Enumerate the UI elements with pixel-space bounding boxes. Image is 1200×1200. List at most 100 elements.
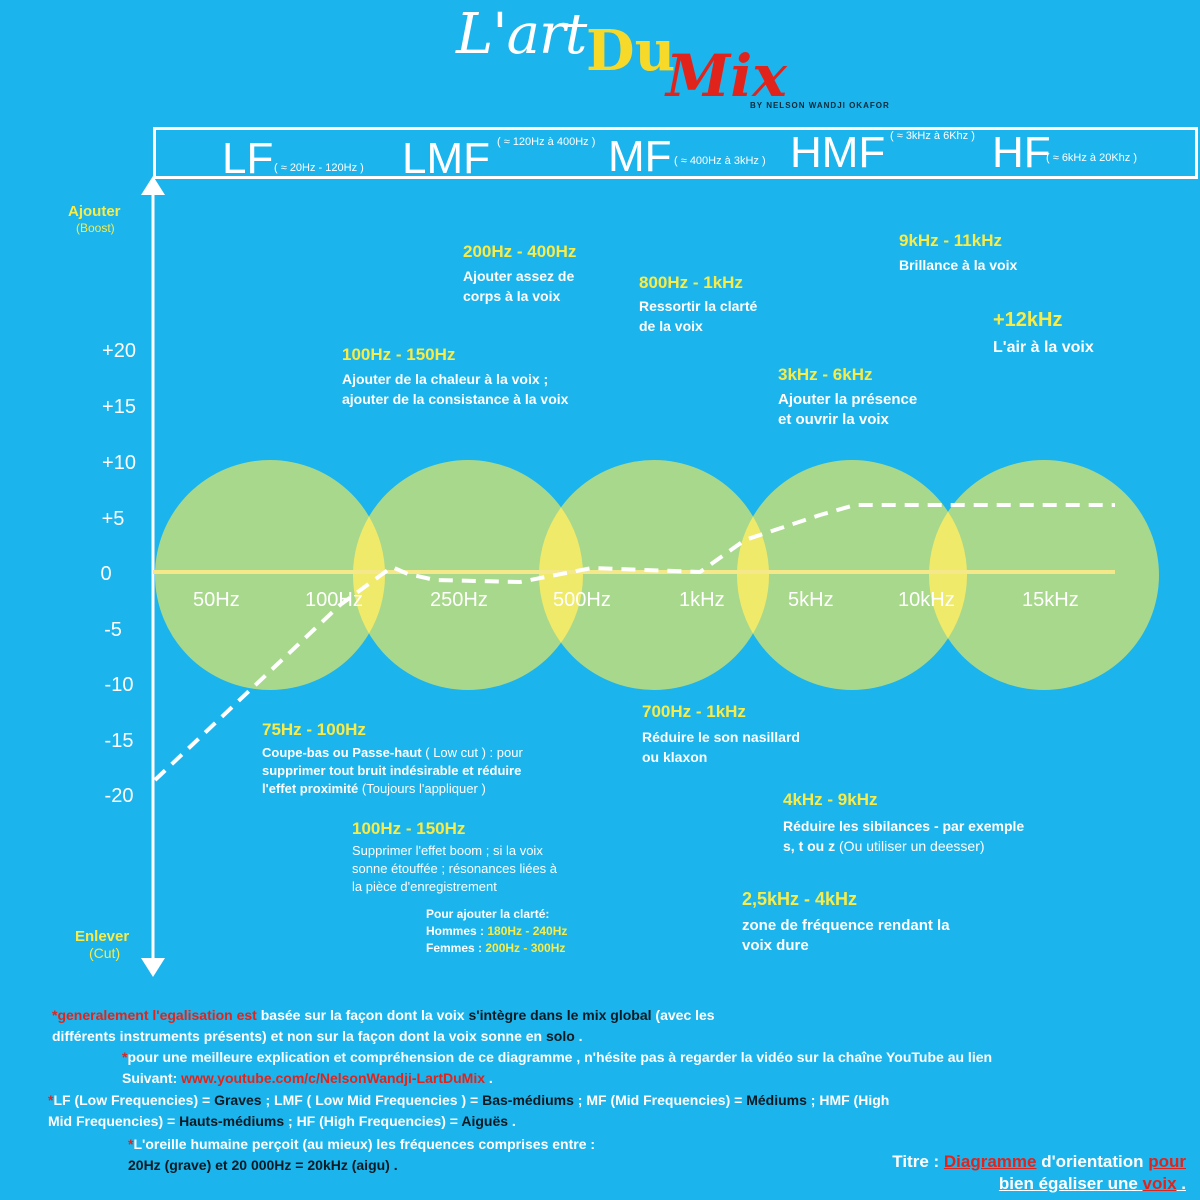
band-hmf: HMF <box>790 128 886 177</box>
note-3-e: Mid Frequencies) = <box>48 1113 180 1129</box>
clarity-women-value: 200Hz - 300Hz <box>485 941 566 955</box>
annotation-700hz-1khz: 700Hz - 1kHz Réduire le son nasillard ou… <box>642 702 800 767</box>
band-mf: MF <box>608 132 672 181</box>
note-4-star: * <box>128 1136 134 1152</box>
annotation-line: voix dure <box>742 937 809 954</box>
frequency-zone-circle <box>155 460 385 690</box>
title-w1: Diagramme <box>943 1152 1037 1171</box>
annotation-line: Réduire le son nasillard <box>642 729 800 745</box>
note-2-end: . <box>485 1070 493 1086</box>
tick-plus10: +10 <box>102 452 136 474</box>
tick-plus20: +20 <box>102 340 136 362</box>
note-3-basmed: Bas-médiums <box>482 1092 574 1108</box>
note-4-text: L'oreille humaine perçoit (au mieux) les… <box>133 1136 596 1152</box>
note-4: *L'oreille humaine perçoit (au mieux) le… <box>128 1134 595 1176</box>
tick-plus15: +15 <box>102 396 136 418</box>
note-1-dark1: s'intègre dans le mix global <box>468 1007 652 1023</box>
annotation-9-11khz: 9kHz - 11kHz Brillance à la voix <box>899 231 1017 275</box>
title-line1: Titre : Diagramme d'orientation pour <box>892 1151 1186 1173</box>
note-2-star: * <box>122 1049 128 1065</box>
lowcut-line1: Coupe-bas ou Passe-haut <box>262 745 422 760</box>
freq-label-250hz: 250Hz <box>430 589 488 611</box>
note-1-end: . <box>574 1028 583 1044</box>
axis-top-label: Ajouter <box>68 203 121 220</box>
annotation-line: Réduire les sibilances - par exemple <box>783 818 1025 834</box>
annotation-100-150hz-cut: 100Hz - 150Hz Supprimer l'effet boom ; s… <box>352 819 557 896</box>
note-1-b: (avec les <box>651 1007 715 1023</box>
annotation-100-150hz-boost: 100Hz - 150Hz Ajouter de la chaleur à la… <box>342 345 568 409</box>
annotation-2-5-4khz: 2,5kHz - 4kHz zone de fréquence rendant … <box>742 889 950 956</box>
freq-label-5khz: 5kHz <box>788 589 834 611</box>
annotation-line: Brillance à la voix <box>899 257 1018 273</box>
freq-label-1khz: 1kHz <box>679 589 725 611</box>
freq-label-10khz: 10kHz <box>898 589 955 611</box>
band-hmf-range: ( ≈ 3kHz à 6Khz ) <box>890 130 975 142</box>
annotation-line: l'effet proximité (Toujours l'appliquer … <box>262 780 523 798</box>
clarity-women-label: Femmes : <box>426 941 486 955</box>
annotation-line: de la voix <box>639 318 703 334</box>
annotation-clarity: Pour ajouter la clarté: Hommes : 180Hz -… <box>426 906 567 957</box>
note-3-aigues: Aiguës <box>461 1113 509 1129</box>
note-1-dark2: solo <box>545 1028 575 1044</box>
logo-mix: Mix <box>666 42 787 110</box>
note-3-f: ; HF (High Frequencies) = <box>284 1113 462 1129</box>
note-4-line1: *L'oreille humaine perçoit (au mieux) le… <box>128 1134 595 1155</box>
note-2-line1: *pour une meilleure explication et compr… <box>122 1047 992 1068</box>
note-3-end: . <box>508 1113 516 1129</box>
annotation-line: corps à la voix <box>463 288 561 304</box>
annotation-line: ajouter de la consistance à la voix <box>342 391 569 407</box>
freq-label-50hz: 50Hz <box>193 589 240 611</box>
note-3-med: Médiums <box>746 1092 807 1108</box>
note-3-line1: *LF (Low Frequencies) = Graves ; LMF ( L… <box>48 1090 889 1111</box>
title-w5: voix <box>1142 1174 1177 1193</box>
logo-du: Du <box>586 18 676 84</box>
annotation-title: +12kHz <box>993 309 1063 331</box>
clarity-women: Femmes : 200Hz - 300Hz <box>426 940 567 957</box>
title-line2: bien égaliser une voix . <box>892 1173 1186 1195</box>
note-3-b: ; LMF ( Low Mid Frequencies ) = <box>261 1092 483 1108</box>
annotation-line: Supprimer l'effet boom ; si la voix <box>352 843 543 858</box>
frequency-zone-circles <box>155 460 1159 690</box>
band-lf: LF <box>222 134 274 183</box>
axis-arrow-down-icon <box>141 958 165 977</box>
note-1-line1: *generalement l'egalisation est basée su… <box>52 1005 715 1026</box>
clarity-men-label: Hommes : <box>426 924 488 938</box>
band-lmf: LMF <box>402 134 490 183</box>
annotation-line: supprimer tout bruit indésirable et rédu… <box>262 763 522 778</box>
annotation-200-400hz: 200Hz - 400Hz Ajouter assez de corps à l… <box>463 242 576 306</box>
note-1-red: *generalement l'egalisation est <box>52 1007 257 1023</box>
annotation-line: Ressortir la clarté <box>639 298 758 314</box>
frequency-zone-circle <box>929 460 1159 690</box>
annotation-line: zone de fréquence rendant la <box>742 917 950 934</box>
annotation-line: L'air à la voix <box>993 339 1094 356</box>
note-3-hautsmed: Hauts-médiums <box>179 1113 285 1129</box>
annotation-lowcut: 75Hz - 100Hz Coupe-bas ou Passe-haut ( L… <box>262 720 523 798</box>
note-4-line2: 20Hz (grave) et 20 000Hz = 20kHz (aigu) … <box>128 1157 398 1173</box>
band-header-box <box>153 127 1198 179</box>
title-w2: d'orientation <box>1036 1152 1149 1171</box>
eq-curve <box>153 503 1115 782</box>
sibilance-line2-thin: (Ou utiliser un deesser) <box>835 838 985 854</box>
annotation-title: 3kHz - 6kHz <box>778 365 873 384</box>
band-lmf-range: ( ≈ 120Hz à 400Hz ) <box>497 136 596 148</box>
note-1-line2-text: différents instruments présents) et non … <box>52 1028 546 1044</box>
annotation-title: 700Hz - 1kHz <box>642 702 746 721</box>
title-w3: pour <box>1148 1152 1186 1171</box>
note-2-prefix: Suivant: <box>122 1070 182 1086</box>
youtube-link[interactable]: www.youtube.com/c/NelsonWandji-LartDuMix <box>181 1070 485 1086</box>
annotation-title: 100Hz - 150Hz <box>342 345 456 364</box>
tick-minus20: -20 <box>104 785 134 807</box>
note-2-text: pour une meilleure explication et compré… <box>127 1049 993 1065</box>
band-hf-range: ( ≈ 6kHz à 20Khz ) <box>1046 152 1138 164</box>
band-hf: HF <box>992 128 1051 177</box>
frequency-zone-overlaps <box>352 507 967 643</box>
freq-label-15khz: 15kHz <box>1022 589 1079 611</box>
tick-plus5: +5 <box>101 508 125 530</box>
annotation-line: Coupe-bas ou Passe-haut ( Low cut ) : po… <box>262 744 523 762</box>
logo-byline: BY NELSON WANDJI OKAFOR <box>750 101 890 110</box>
annotation-title: 2,5kHz - 4kHz <box>742 889 858 909</box>
annotation-title: 4kHz - 9kHz <box>783 790 878 809</box>
freq-label-100hz: 100Hz <box>305 589 363 611</box>
tick-zero: 0 <box>100 563 112 585</box>
note-1-a: basée sur la façon dont la voix <box>256 1007 469 1023</box>
